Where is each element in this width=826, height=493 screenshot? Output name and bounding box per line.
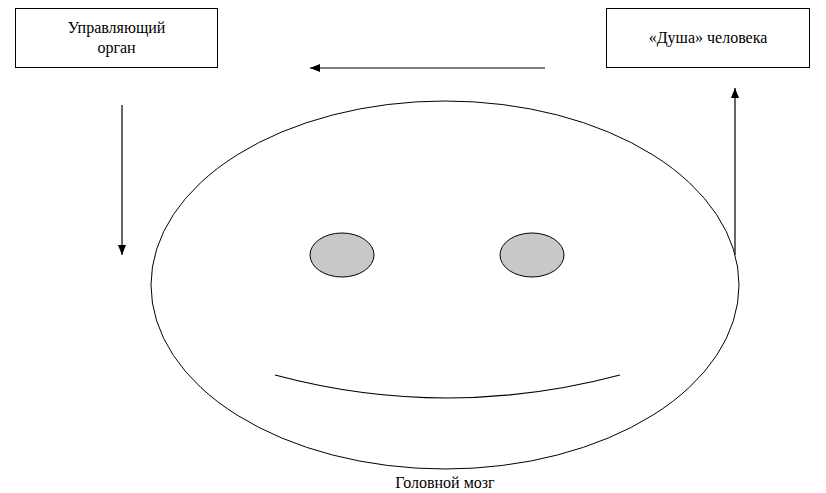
box-label: Управляющий орган bbox=[57, 18, 177, 58]
box-label: «Душа» человека bbox=[613, 28, 803, 48]
process-box: «Душа» человека bbox=[606, 8, 810, 68]
node-label: Головной мозг bbox=[150, 473, 740, 493]
text-holder: «Душа» человека bbox=[613, 28, 803, 48]
text-holder: Управляющий орган bbox=[57, 18, 177, 58]
arrow-connector bbox=[310, 67, 545, 68]
eye-shape bbox=[500, 233, 564, 277]
process-box: Управляющий орган bbox=[15, 8, 218, 68]
arrow-connector bbox=[734, 88, 735, 255]
mouth-curve bbox=[275, 375, 620, 398]
brain-outline bbox=[151, 101, 739, 469]
eye-shape bbox=[310, 233, 374, 277]
brain-face bbox=[150, 100, 740, 470]
brain-ellipse: Головной мозг bbox=[150, 100, 740, 470]
arrow-connector bbox=[121, 105, 122, 255]
